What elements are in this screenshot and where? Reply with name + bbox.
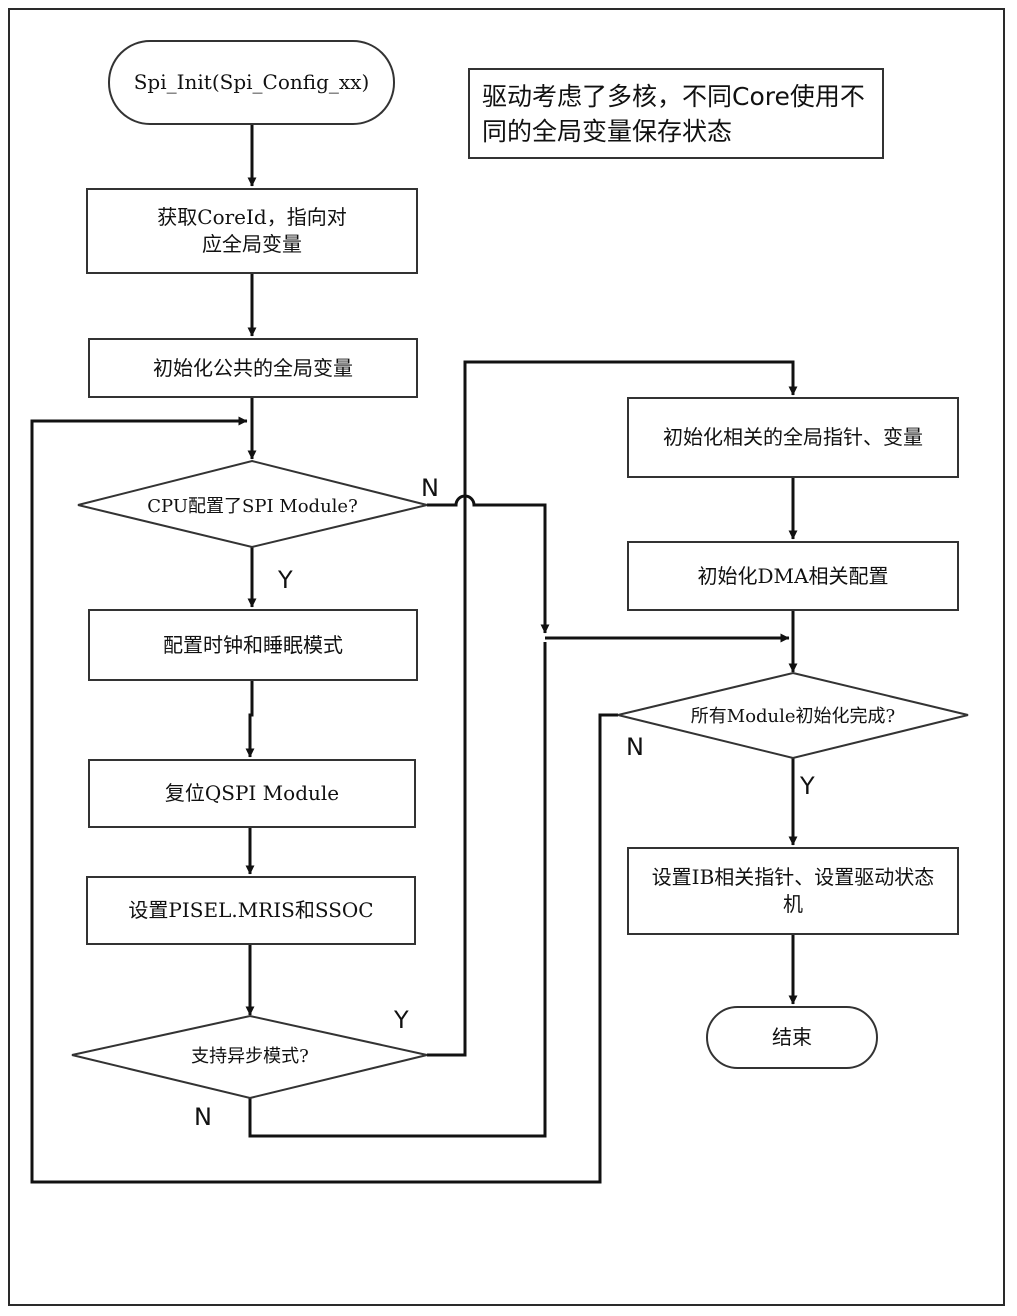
decision-all-done-shape — [617, 671, 969, 760]
decision-async-label: 支持异步模式? — [191, 1046, 309, 1067]
start-terminal: Spi_Init(Spi_Config_xx) — [108, 40, 395, 125]
set-ib-ptrs-step: 设置IB相关指针、设置驱动状态机 — [627, 847, 959, 935]
done-yes-label: Y — [800, 772, 815, 800]
init-public-globals-step: 初始化公共的全局变量 — [88, 338, 418, 398]
async-yes-label: Y — [394, 1006, 409, 1034]
arrow-async-yes-to-init-ptrs — [427, 360, 798, 1057]
config-clock-sleep-step: 配置时钟和睡眠模式 — [88, 609, 418, 681]
arrow-cpu-no-to-merge — [427, 494, 550, 634]
done-no-label: N — [626, 733, 644, 761]
decision-cpu-module-label: CPU配置了SPI Module? — [147, 496, 358, 517]
arrow-done-no-loop — [30, 416, 618, 1184]
decision-cpu-module-shape — [77, 459, 428, 549]
get-core-id-step: 获取CoreId，指向对应全局变量 — [86, 188, 418, 274]
multicore-note: 驱动考虑了多核，不同Core使用不同的全局变量保存状态 — [468, 68, 884, 159]
cpu-no-label: N — [421, 474, 439, 502]
async-no-label: N — [194, 1103, 212, 1131]
page-frame — [8, 8, 1005, 1306]
end-terminal: 结束 — [706, 1006, 878, 1069]
init-global-ptrs-step: 初始化相关的全局指针、变量 — [627, 397, 959, 478]
init-dma-step: 初始化DMA相关配置 — [627, 541, 959, 611]
cpu-yes-label: Y — [278, 566, 293, 594]
decision-async-shape — [71, 1014, 428, 1100]
reset-qspi-step: 复位QSPI Module — [88, 759, 416, 828]
arrow-clock-to-reset — [245, 681, 255, 758]
decision-all-done-label: 所有Module初始化完成? — [690, 706, 896, 727]
arrow-async-no-to-merge — [248, 642, 547, 1138]
set-pisel-step: 设置PISEL.MRIS和SSOC — [86, 876, 416, 945]
